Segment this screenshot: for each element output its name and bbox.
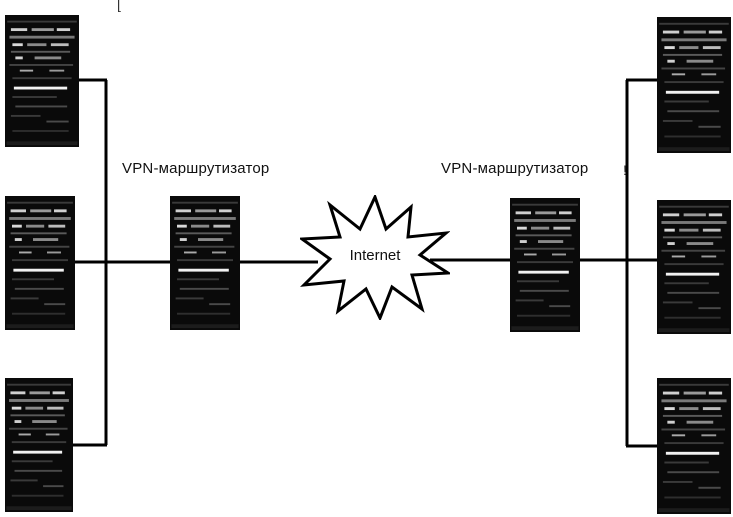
tower-graphic	[657, 17, 731, 153]
right-middle-computer-icon	[657, 200, 731, 334]
tower-graphic	[657, 200, 731, 334]
tower-graphic	[5, 378, 73, 512]
left-middle-computer-icon	[5, 196, 75, 330]
left-vpn-router-icon	[170, 196, 240, 330]
stray-mark-top: [	[117, 0, 121, 12]
left-router-label: VPN-маршрутизатор	[122, 160, 270, 177]
internet-cloud: Internet	[300, 195, 450, 320]
right-top-computer-icon	[657, 17, 731, 153]
right-bottom-computer-icon	[657, 378, 731, 514]
tower-graphic	[657, 378, 731, 514]
stray-mark-right: !	[623, 162, 627, 178]
tower-graphic	[170, 196, 240, 330]
right-router-label: VPN-маршрутизатор	[441, 160, 589, 177]
tower-graphic	[5, 196, 75, 330]
internet-label: Internet	[349, 247, 401, 264]
left-top-computer-icon	[5, 15, 79, 147]
tower-graphic	[510, 198, 580, 332]
internet-cloud-icon	[300, 195, 450, 320]
right-vpn-router-icon	[510, 198, 580, 332]
left-bottom-computer-icon	[5, 378, 73, 512]
tower-graphic	[5, 15, 79, 147]
